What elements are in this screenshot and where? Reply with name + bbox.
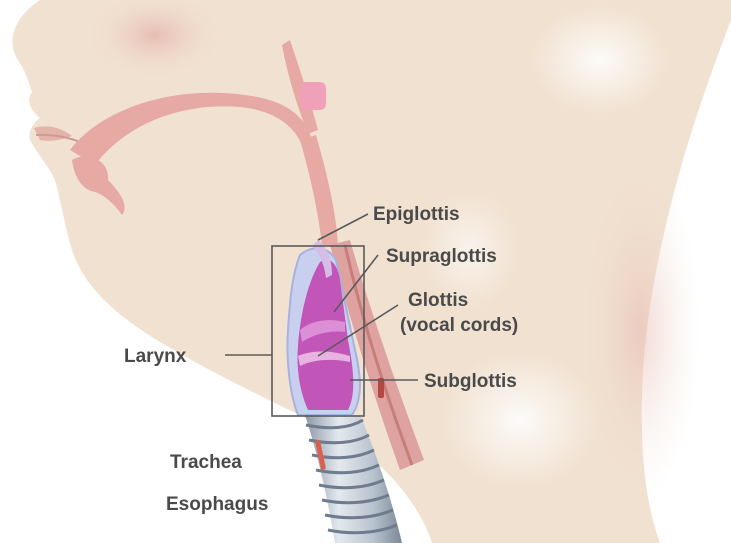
label-vocal-cords: (vocal cords) — [400, 315, 518, 336]
adenoid — [300, 82, 326, 110]
label-trachea: Trachea — [170, 452, 242, 473]
label-glottis: Glottis — [408, 290, 468, 311]
highlight-right — [530, 5, 670, 115]
label-esophagus: Esophagus — [166, 494, 268, 515]
label-larynx: Larynx — [124, 346, 187, 367]
label-epiglottis: Epiglottis — [373, 204, 460, 225]
label-subglottis: Subglottis — [424, 371, 517, 392]
neck-shadow — [580, 160, 700, 500]
label-supraglottis: Supraglottis — [386, 246, 497, 267]
esophagus-mark — [378, 378, 384, 398]
